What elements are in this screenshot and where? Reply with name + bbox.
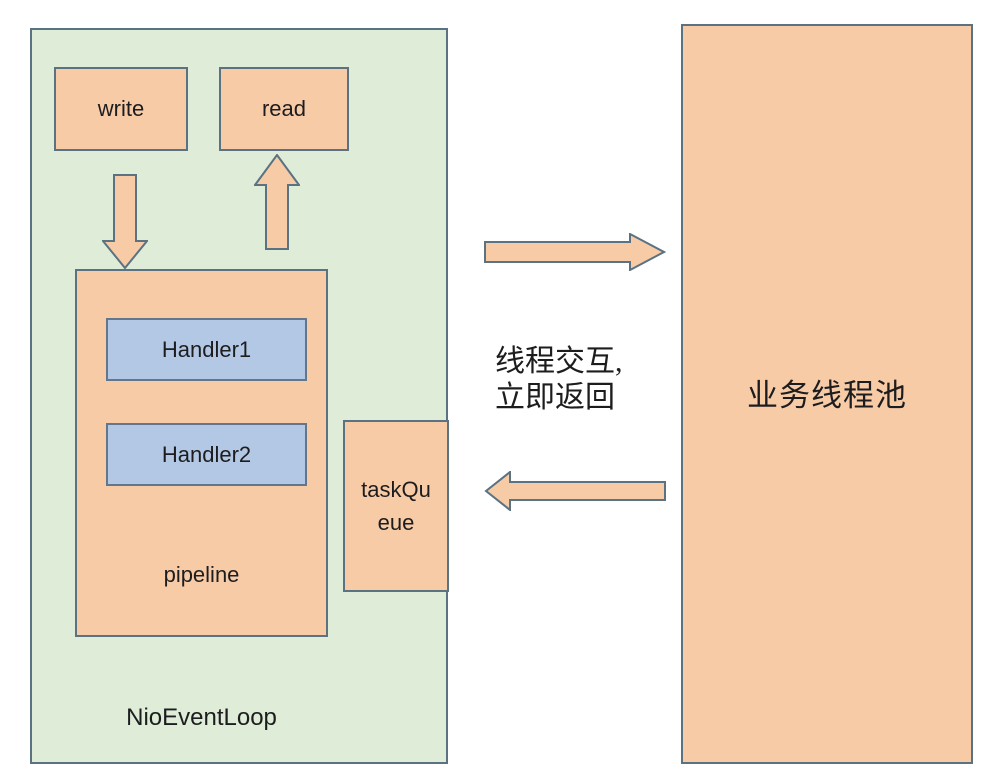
handler2-box: Handler2 [106,423,307,486]
arrow-left-from-thread-pool-icon [484,471,666,511]
interaction-note: 线程交互, 立即返回 [495,344,623,416]
business-thread-pool-label: 业务线程池 [747,377,907,413]
interaction-note-line1: 线程交互, [495,345,623,378]
handler1-box: Handler1 [106,318,307,381]
arrow-up-pipeline-to-read-icon [254,154,300,250]
pipeline-label: pipeline [163,562,240,587]
task-queue-box: taskQueue [343,420,449,592]
handler1-label: Handler1 [161,336,252,362]
nio-event-loop-label: NioEventLoop [126,704,277,731]
arrow-right-to-thread-pool-icon [484,233,666,271]
write-label: write [97,96,145,121]
handler2-label: Handler2 [161,441,252,467]
arrow-down-write-to-pipeline-icon [102,174,148,270]
business-thread-pool-box: 业务线程池 [681,24,973,764]
pipeline-box: Handler1 Handler2 pipeline [75,269,328,637]
write-box: write [54,67,188,151]
task-queue-label: taskQueue [361,477,431,535]
interaction-note-line2: 立即返回 [495,381,615,414]
read-box: read [219,67,349,151]
read-label: read [261,96,307,121]
nio-event-loop-panel: write read Handler1 Handler2 pipeline Ni… [30,28,448,764]
